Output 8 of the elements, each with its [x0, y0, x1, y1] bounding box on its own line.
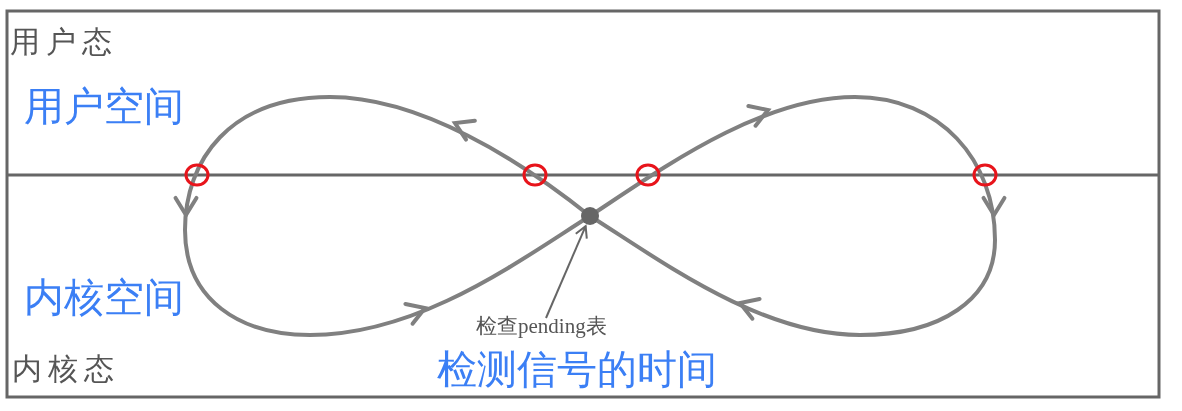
leader-line	[545, 225, 588, 319]
region-label: 内核空间	[24, 277, 184, 317]
region-label: 用户空间	[24, 86, 184, 126]
region-label: 内核态	[12, 354, 120, 384]
region-label: 用户态	[10, 27, 118, 57]
junction-dot	[581, 207, 599, 225]
note-text: 检查pending表	[476, 316, 607, 337]
caption-text: 检测信号的时间	[437, 349, 717, 389]
